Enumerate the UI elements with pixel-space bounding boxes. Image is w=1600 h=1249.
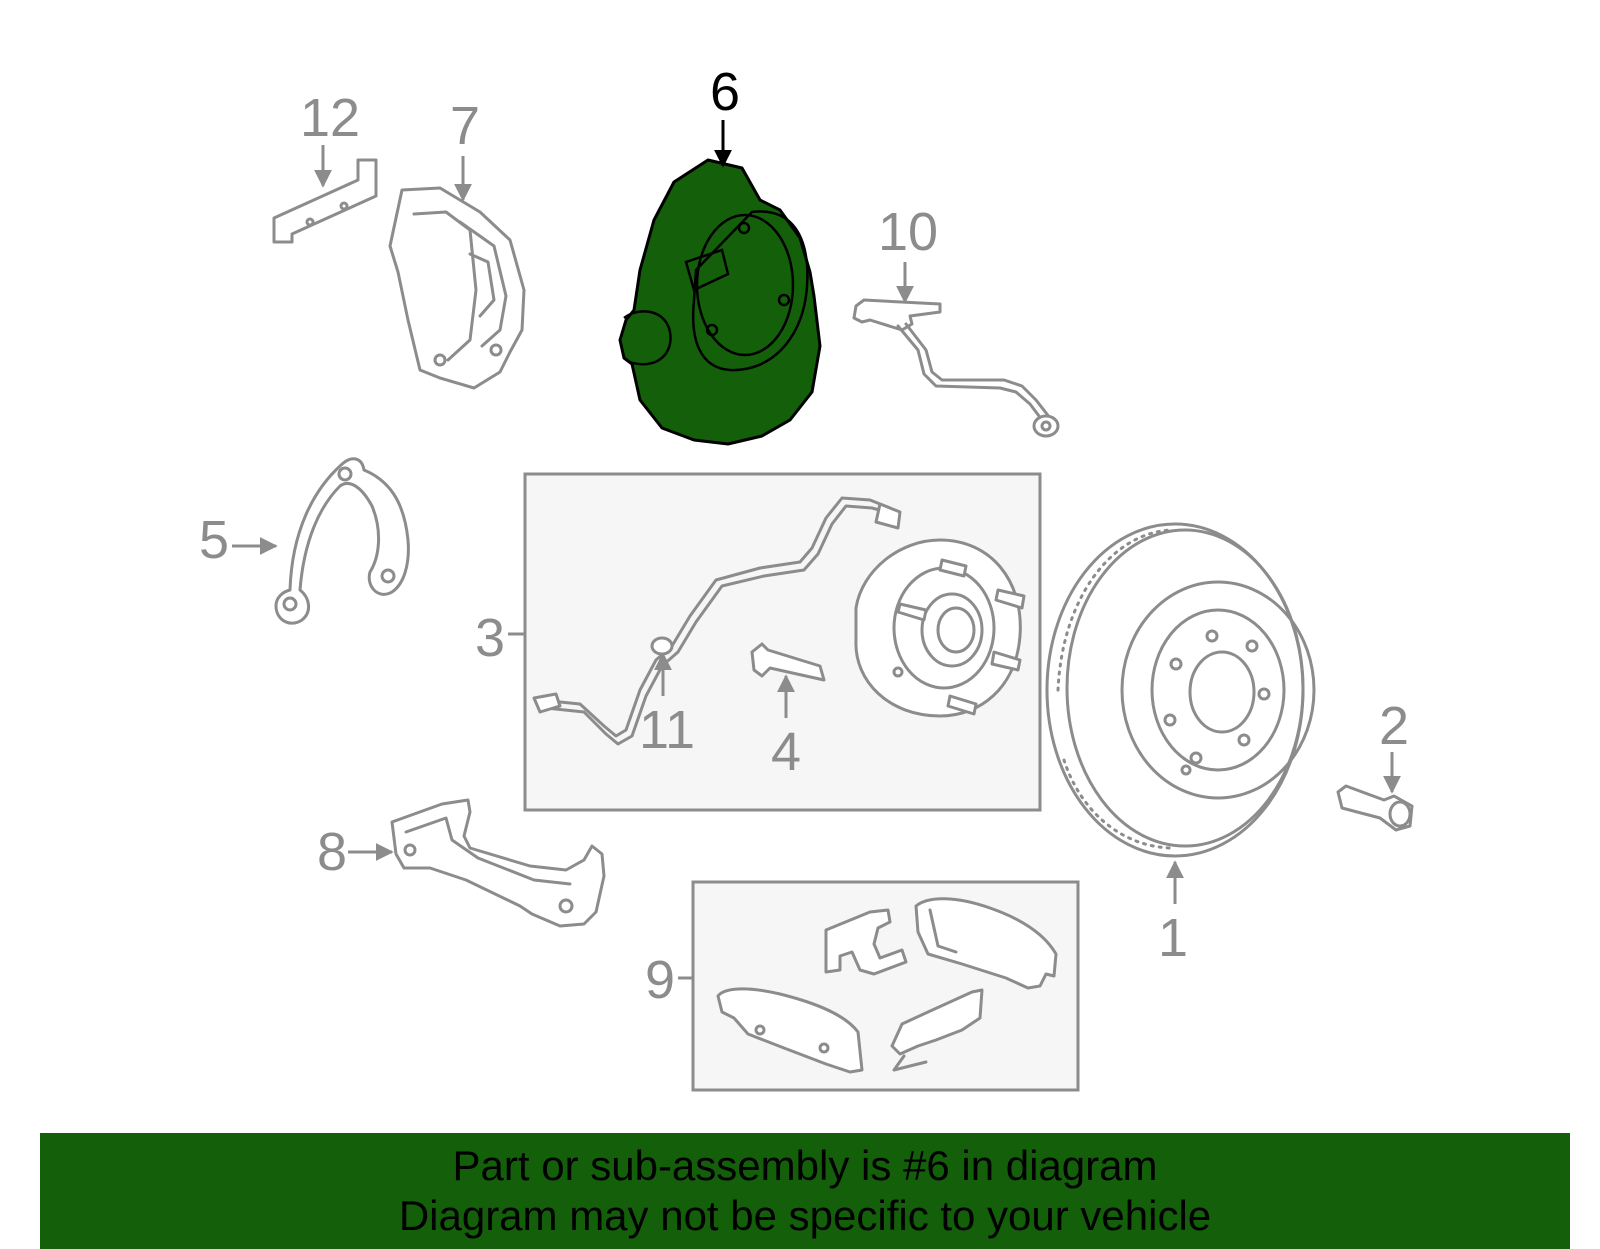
callout-3[interactable]: 3 <box>475 608 505 668</box>
callout-10[interactable]: 10 <box>878 202 938 262</box>
part-3-hub-assembly[interactable] <box>854 538 1026 718</box>
part-9-brake-pads[interactable] <box>716 897 1058 1074</box>
part-12-bracket[interactable] <box>272 158 378 244</box>
callout-12[interactable]: 12 <box>300 88 360 148</box>
callout-7[interactable]: 7 <box>450 96 480 156</box>
parts-diagram: 12 7 6 10 5 3 11 4 2 8 1 9 <box>199 62 1414 1092</box>
part-10-brake-hose[interactable] <box>852 298 1060 438</box>
callout-6[interactable]: 6 <box>710 62 740 122</box>
callout-8[interactable]: 8 <box>317 822 347 882</box>
part-4-wheel-stud[interactable] <box>750 642 826 682</box>
banner-line-2: Diagram may not be specific to your vehi… <box>398 1192 1212 1239</box>
part-1-rotor[interactable] <box>1045 522 1316 858</box>
info-banner: Part or sub-assembly is #6 in diagram Di… <box>40 1133 1570 1249</box>
part-6-splash-shield[interactable] <box>618 158 822 446</box>
part-2-bolt[interactable] <box>1336 784 1414 832</box>
callout-4[interactable]: 4 <box>771 722 801 782</box>
callout-11[interactable]: 11 <box>639 700 695 760</box>
callout-9[interactable]: 9 <box>645 950 675 1010</box>
banner-line-1: Part or sub-assembly is #6 in diagram <box>452 1142 1158 1189</box>
part-8-caliper-bracket[interactable] <box>390 798 606 928</box>
part-11-speed-sensor[interactable] <box>532 496 902 746</box>
part-7-caliper[interactable] <box>388 186 526 390</box>
part-5-clip[interactable] <box>274 457 410 625</box>
callout-5[interactable]: 5 <box>199 510 229 570</box>
callout-1[interactable]: 1 <box>1158 908 1188 968</box>
callout-2[interactable]: 2 <box>1379 696 1409 756</box>
